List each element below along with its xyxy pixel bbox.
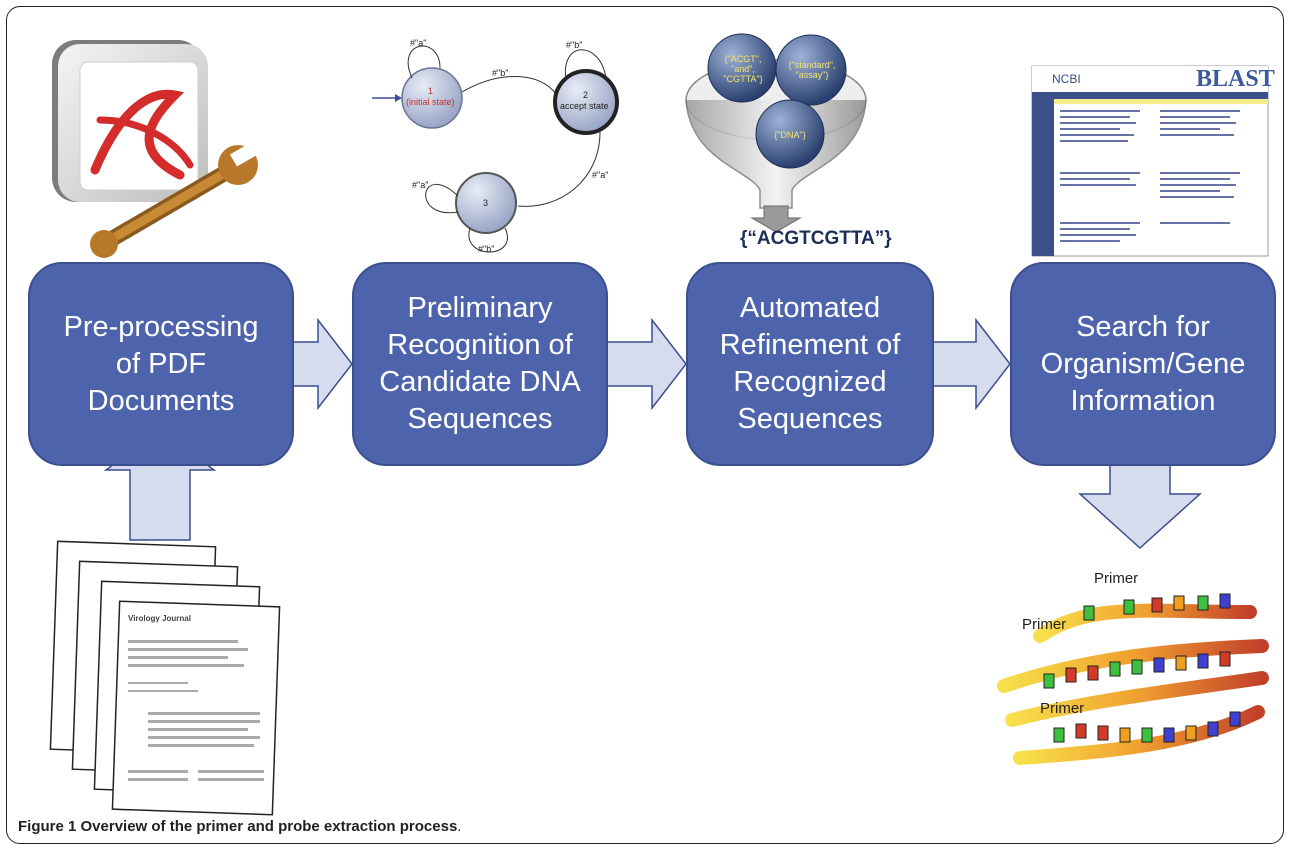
loop3-a-label: #"a" bbox=[412, 180, 429, 190]
funnel-ball-3-text: {"DNA"} bbox=[774, 130, 806, 140]
funnel-ball-1-text: {"ACGT", "and", "CGTTA"} bbox=[723, 54, 763, 84]
funnel-ball-2-text: {"standard", "assay"} bbox=[788, 60, 836, 80]
step-refinement-label: Automated Refinement of Recognized Seque… bbox=[719, 292, 901, 435]
step-search-label: Search for Organism/Gene Information bbox=[1040, 310, 1246, 417]
step-recognition-label: Preliminary Recognition of Candidate DNA… bbox=[379, 292, 581, 435]
blast-screenshot bbox=[1031, 65, 1269, 257]
blast-logo-text: NCBI bbox=[1052, 72, 1081, 86]
state-2-label: 2 bbox=[583, 90, 589, 100]
primer-label-3: Primer bbox=[1040, 700, 1085, 717]
edge-a-label: #"a" bbox=[592, 170, 609, 180]
step-refinement-box: Automated Refinement of Recognized Seque… bbox=[686, 262, 934, 466]
loop3-b-label: #"b" bbox=[478, 244, 495, 254]
refined-sequence-result: {“ACGTCGTTA”} bbox=[740, 228, 892, 249]
primer-label-1: Primer bbox=[1094, 570, 1139, 587]
loop-b-label: #"b" bbox=[566, 40, 583, 50]
document-text-lines bbox=[128, 640, 264, 781]
step-recognition-box: Preliminary Recognition of Candidate DNA… bbox=[352, 262, 608, 466]
blast-title: BLAST bbox=[1196, 66, 1275, 92]
figure-caption-bold: Figure 1 Overview of the primer and prob… bbox=[18, 818, 458, 835]
step-preprocessing-label: Pre-processing of PDF Documents bbox=[63, 310, 259, 417]
state-1-sublabel: (initial state) bbox=[406, 97, 455, 107]
state-3-label: 3 bbox=[483, 198, 489, 208]
flow-arrows bbox=[103, 317, 1202, 550]
figure-caption-end: . bbox=[457, 818, 462, 835]
document-stack bbox=[49, 540, 281, 816]
edge-b-label: #"b" bbox=[492, 68, 509, 78]
state-2-sublabel: accept state bbox=[560, 101, 609, 111]
loop-a-label: #"a" bbox=[410, 38, 427, 48]
funnel-filter-icon bbox=[685, 33, 867, 233]
primer-nucleotides bbox=[1043, 593, 1241, 743]
step-preprocessing-box: Pre-processing of PDF Documents bbox=[28, 262, 294, 466]
step-search-box: Search for Organism/Gene Information bbox=[1010, 262, 1276, 466]
automaton-diagram bbox=[372, 45, 619, 253]
document-journal-title: Virology Journal bbox=[128, 614, 191, 623]
pdf-tool-icon bbox=[52, 40, 258, 258]
figure-frame bbox=[6, 6, 1284, 844]
primer-label-2: Primer bbox=[1022, 616, 1067, 633]
figure-caption: Figure 1 Overview of the primer and prob… bbox=[18, 818, 461, 835]
state-1-label: 1 bbox=[428, 86, 434, 96]
